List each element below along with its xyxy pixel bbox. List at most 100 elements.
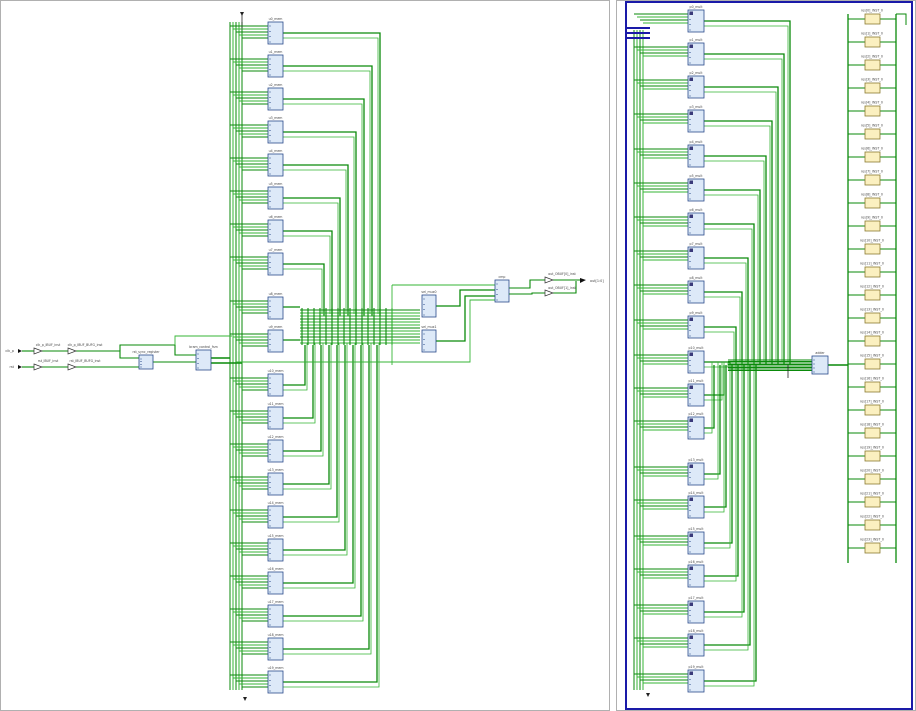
- cell-output-wire: [283, 343, 348, 556]
- cell-output-wire: [283, 345, 370, 650]
- ctrl-wire: [236, 299, 495, 363]
- res-buffer: res[12]_INST_0: [860, 285, 884, 301]
- mult-cell: p4_mult: [687, 140, 705, 168]
- mem-cell-body: [267, 571, 284, 595]
- mult-cell-label: p18_mult: [689, 629, 705, 633]
- res-buffer-label: res[19]_INST_0: [860, 446, 884, 450]
- mem-cell-body: [267, 21, 284, 45]
- mult-corner-mark: [689, 566, 693, 570]
- res-buffer-label: res[2]_INST_0: [861, 55, 883, 59]
- adder-cell: adder: [811, 351, 829, 375]
- mult-cell-label: p2_mult: [690, 71, 704, 75]
- cell-output-wire: [283, 343, 380, 688]
- cell-output-wire: [283, 343, 316, 424]
- res-buffer: res[21]_INST_0: [860, 492, 884, 508]
- mem-cell-label: u5_mem: [269, 182, 283, 186]
- cmp-output-wire: [509, 292, 545, 295]
- mem-cell-label: u8_mem: [269, 292, 283, 296]
- mult-corner-mark: [689, 464, 693, 468]
- mult-cell: p19_mult: [687, 665, 705, 693]
- mem-cell: u9_mem: [267, 325, 284, 353]
- mem-cell: u6_mem: [267, 215, 284, 243]
- cell-output-wire: [283, 197, 341, 316]
- mult-corner-mark: [689, 44, 693, 48]
- input-port: [18, 365, 22, 369]
- mem-cell-body: [267, 120, 284, 144]
- reset-sync-block-body: [138, 354, 154, 370]
- mult-corner-mark: [689, 497, 693, 501]
- mult-cell-label: p13_mult: [689, 458, 705, 462]
- mult-cell-label: p10_mult: [689, 346, 705, 350]
- mult-cell-body: [687, 315, 705, 339]
- sel-cell-body: [421, 329, 437, 353]
- ground-symbol-bottom: [243, 697, 247, 701]
- mult-cell-body: [687, 178, 705, 202]
- res-buffer-label: res[4]_INST_0: [861, 101, 883, 105]
- mem-cell: u0_mem: [267, 17, 284, 45]
- res-buffer: res[6]_INST_0: [861, 147, 883, 163]
- cell-output-wire: [283, 343, 340, 523]
- control-fsm-block: bram_control_fsm: [189, 345, 218, 371]
- mem-cell-label: u12_mem: [268, 435, 284, 439]
- sel-cell: sel_mux0: [421, 290, 437, 318]
- res-buffer-body: [864, 542, 881, 554]
- cell-output-wire: [283, 345, 314, 419]
- res-buffer: res[13]_INST_0: [860, 308, 884, 324]
- res-buffer: res[16]_INST_0: [860, 377, 884, 393]
- cell-output-wire: [283, 345, 306, 386]
- mem-cell-label: u10_mem: [268, 369, 284, 373]
- res-buffer-body: [864, 427, 881, 439]
- mult-cell-label: p4_mult: [690, 140, 704, 144]
- compare-cell: cmp: [494, 275, 510, 303]
- mem-cell-label: u4_mem: [269, 149, 283, 153]
- mem-cell-body: [267, 219, 284, 243]
- res-buffer-label: res[11]_INST_0: [860, 262, 884, 266]
- mem-cell-label: u14_mem: [268, 501, 284, 505]
- mult-output-wire: [704, 365, 757, 682]
- mem-cell-body: [267, 406, 284, 430]
- sel-output-wire: [436, 289, 495, 307]
- adder-cell-body: [811, 355, 829, 375]
- mem-cell-body: [267, 54, 284, 78]
- res-buffer-body: [864, 473, 881, 485]
- mem-cell-label: u6_mem: [269, 215, 283, 219]
- mult-output-wire: [704, 189, 761, 365]
- mem-cell-label: u16_mem: [268, 567, 284, 571]
- mult-output-wire: [704, 365, 733, 544]
- bufg-label: clk_p_IBUF_BUFG_inst: [68, 343, 104, 347]
- out-buffer-label: out_OBUF[1]_inst: [548, 286, 576, 290]
- mem-cell-body: [267, 186, 284, 210]
- out-buffer: [544, 289, 554, 297]
- mult-cell-label: p7_mult: [690, 242, 704, 246]
- mult-corner-mark: [689, 635, 693, 639]
- mem-cell: u10_mem: [268, 369, 284, 397]
- cell-output-wire: [283, 136, 355, 314]
- mult-cell-label: p9_mult: [690, 311, 704, 315]
- mult-corner-mark: [689, 77, 693, 81]
- mult-corner-mark: [689, 317, 693, 321]
- cell-output-wire: [283, 268, 323, 314]
- mem-cell: u5_mem: [267, 182, 284, 210]
- cell-output-wire: [283, 202, 339, 314]
- mult-output-wire: [704, 53, 785, 365]
- mem-cell-label: u17_mem: [268, 600, 284, 604]
- mult-output-wire: [704, 365, 727, 508]
- res-buffer-label: res[3]_INST_0: [861, 78, 883, 82]
- mult-output-wire: [704, 58, 783, 362]
- cell-output-wire: [283, 169, 347, 314]
- mult-output-wire: [704, 257, 749, 365]
- res-buffer: res[7]_INST_0: [861, 170, 883, 186]
- mult-output-wire: [704, 125, 771, 362]
- res-buffer-body: [864, 404, 881, 416]
- mult-cell-label: p16_mult: [689, 560, 705, 564]
- mem-cell: u12_mem: [268, 435, 284, 463]
- cell-output-wire: [283, 345, 354, 584]
- res-buffer: res[22]_INST_0: [860, 515, 884, 531]
- mem-cell-body: [267, 538, 284, 562]
- input-ibuf: [33, 347, 43, 355]
- mult-cell: p11_mult: [687, 379, 705, 407]
- control-fsm-block-body: [195, 349, 212, 371]
- res-buffer-body: [864, 197, 881, 209]
- res-buffer-body: [864, 335, 881, 347]
- cell-output-wire: [283, 345, 338, 518]
